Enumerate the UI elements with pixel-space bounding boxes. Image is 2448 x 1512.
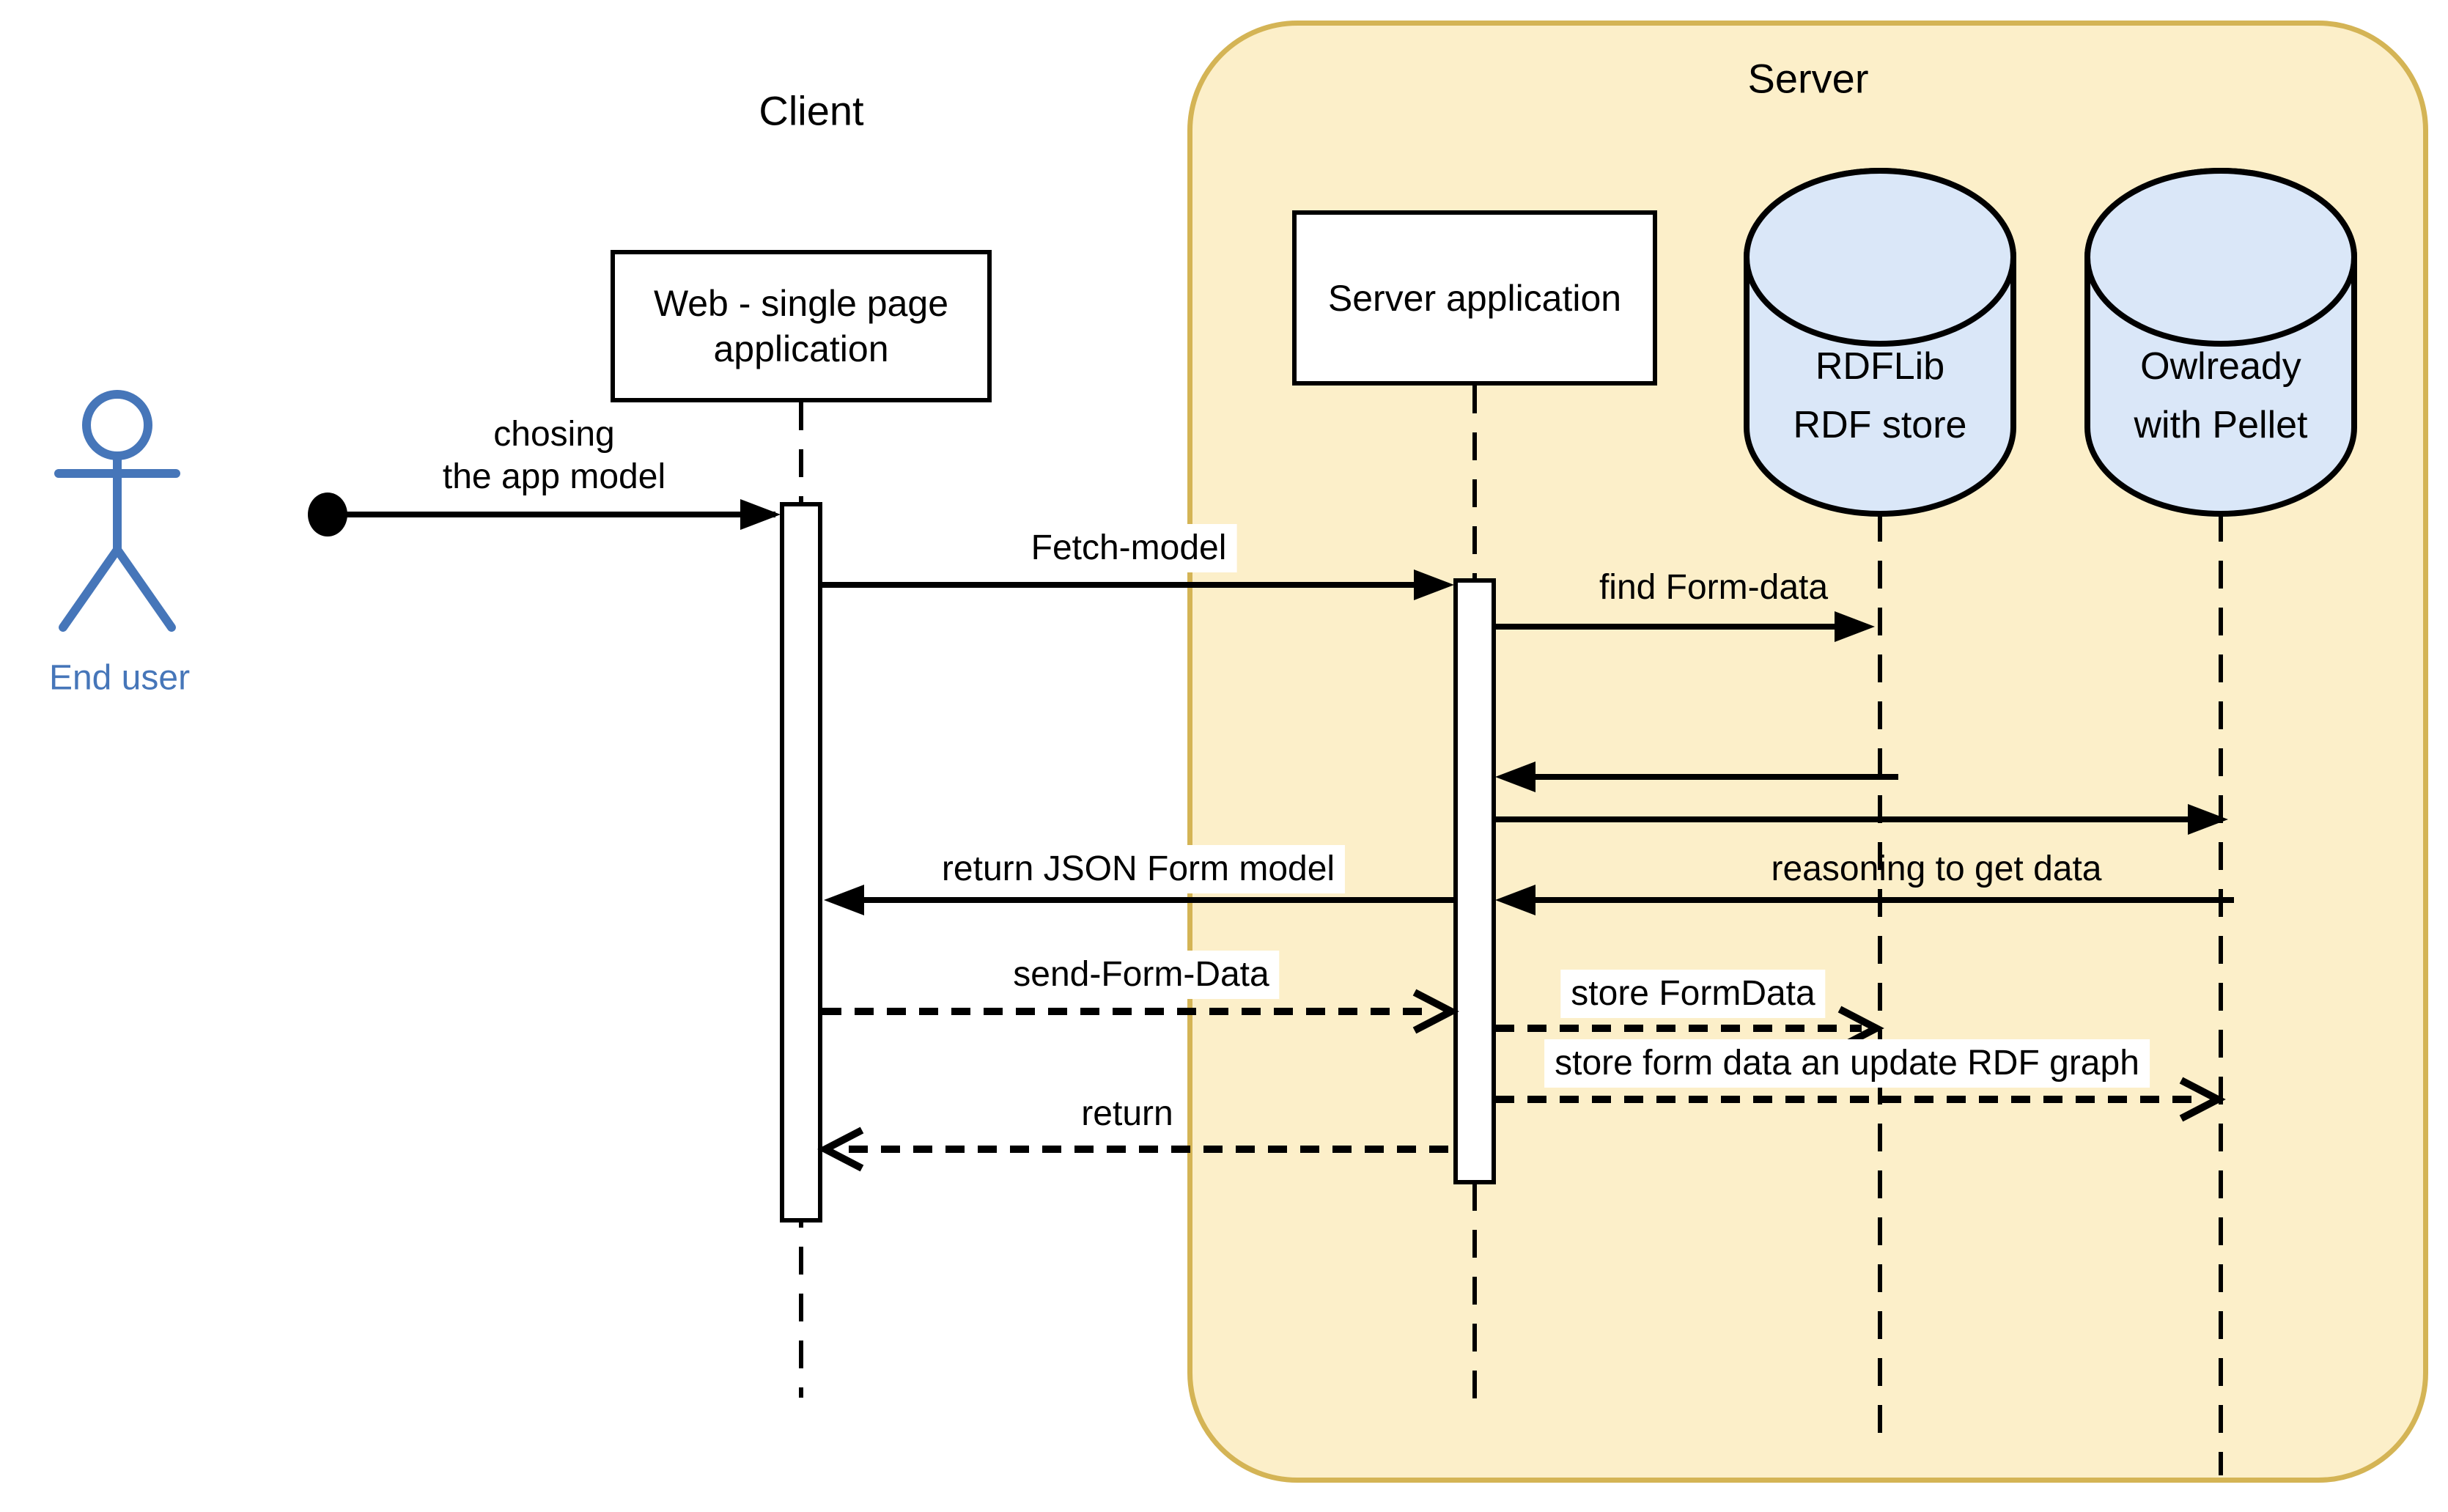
message-label-send-form-data: send-Form-Data	[1003, 951, 1280, 999]
message-label-store-update: store form data an update RDF graph	[1544, 1039, 2150, 1088]
rdflib-datastore-icon	[1744, 168, 2016, 517]
arrow-store-update-rdf-graph	[1495, 1077, 2226, 1122]
web-app-label-line1: Web - single page	[653, 283, 949, 324]
message-label-store-formdata: store FormData	[1560, 970, 1826, 1018]
arrow-send-form-data	[822, 989, 1459, 1034]
web-app-label-line2: application	[713, 328, 889, 369]
arrow-to-owlready	[1495, 804, 2228, 835]
rdflib-datastore-label: RDFLib RDF store	[1793, 345, 1967, 446]
participant-server-app: Server application	[1292, 210, 1657, 386]
message-label-return: return	[1071, 1090, 1184, 1138]
message-label-reasoning: reasoning to get data	[1771, 849, 2102, 888]
message-label-fetch-model: Fetch-model	[1020, 524, 1237, 572]
arrow-fetch-model	[822, 569, 1454, 600]
client-frame-title: Client	[759, 87, 864, 134]
message-label-chosing: chosing the app model	[442, 415, 666, 496]
arrow-find-form-data	[1495, 611, 1875, 642]
arrow-chosing-the-app-model	[308, 493, 781, 536]
end-user-label: End user	[48, 658, 191, 698]
activation-bar-server-app	[1453, 578, 1496, 1184]
activation-bar-web-app	[780, 502, 822, 1222]
owlready-datastore-label: Owlready with Pellet	[2134, 345, 2308, 446]
arrow-reasoning-return	[1495, 885, 2234, 915]
arrow-rdflib-return	[1495, 761, 1898, 792]
message-label-find-form-data: find Form-data	[1599, 568, 1829, 607]
owlready-datastore-icon	[2084, 168, 2357, 517]
server-app-label: Server application	[1327, 277, 1622, 319]
end-user-actor-icon	[54, 390, 180, 632]
message-label-return-json: return JSON Form model	[931, 845, 1346, 893]
participant-web-app: Web - single page application	[611, 250, 992, 402]
arrow-return	[817, 1126, 1448, 1172]
arrow-return-json-form-model	[824, 885, 1454, 915]
server-frame-title: Server	[1747, 55, 1869, 102]
